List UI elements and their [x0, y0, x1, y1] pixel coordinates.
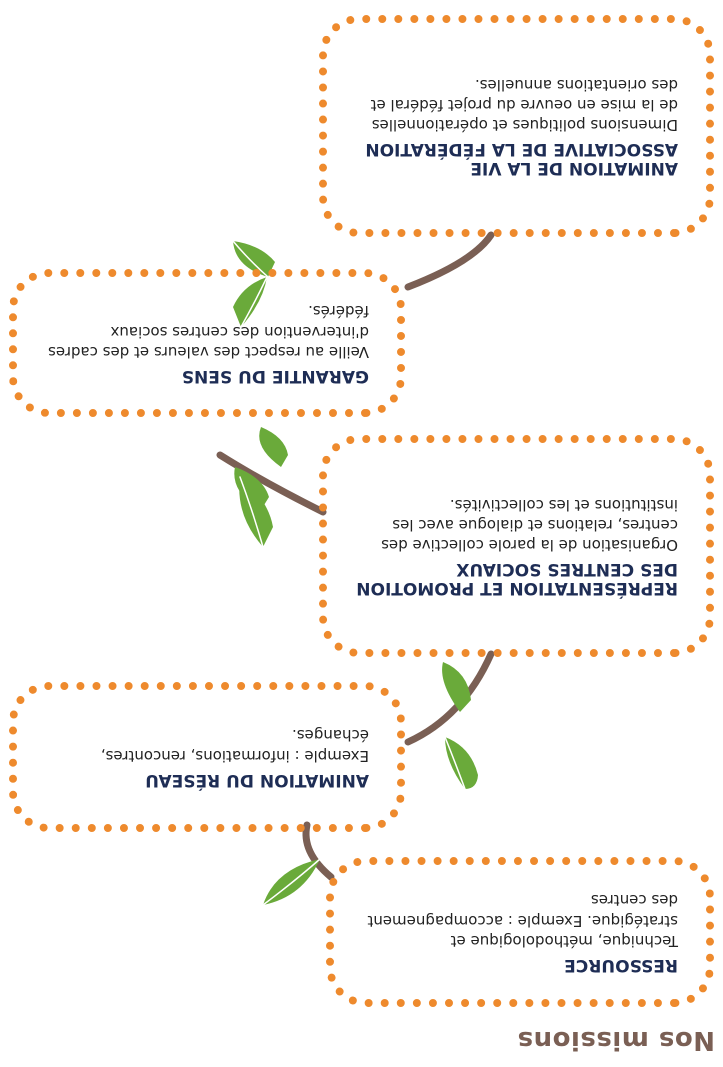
mission-description: Dimensions politiques et opérationnelles… [370, 75, 678, 135]
leaf-icon [234, 467, 269, 510]
branch-4-5 [404, 231, 495, 291]
mission-description: Exemple : informations, rencontres, écha… [100, 726, 369, 765]
branch-1-2 [302, 821, 335, 881]
leaf-icon [233, 241, 275, 277]
leaf-icon [445, 737, 478, 789]
mission-bubble-garantie-sens: GARANTIE DU SENS Veille au respect des v… [9, 269, 405, 417]
mission-title: RESSOURCE [564, 954, 678, 975]
leaf-icon [442, 662, 471, 712]
mission-description: Technique, méthodologique et stratégique… [367, 891, 678, 950]
mission-bubble-vie-associative: ANIMATION DE LA VIE ASSOCIATIVE DE LA FÉ… [319, 15, 714, 237]
mission-title: ANIMATION DE LA VIE ASSOCIATIVE DE LA FÉ… [365, 139, 678, 179]
leaf-icon [233, 277, 267, 327]
mission-bubble-representation: REPRÉSENTATION ET PROMOTION DES CENTRES … [319, 435, 714, 657]
mission-title: GARANTIE DU SENS [181, 365, 369, 386]
mission-description: Organisation de la parole collective des… [381, 495, 678, 555]
mission-title: REPRÉSENTATION ET PROMOTION DES CENTRES … [356, 559, 678, 599]
mission-description: Veille au respect des valeurs et des cad… [48, 302, 369, 361]
mission-title: ANIMATION DU RÉSEAU [145, 769, 369, 790]
branch-2-3 [404, 650, 495, 746]
branch-3-4 [216, 451, 327, 516]
leaf-icon [259, 427, 288, 467]
mission-bubble-ressource: RESSOURCE Technique, méthodologique et s… [326, 857, 714, 1007]
mission-bubble-animation-reseau: ANIMATION DU RÉSEAU Exemple : informatio… [9, 682, 405, 832]
